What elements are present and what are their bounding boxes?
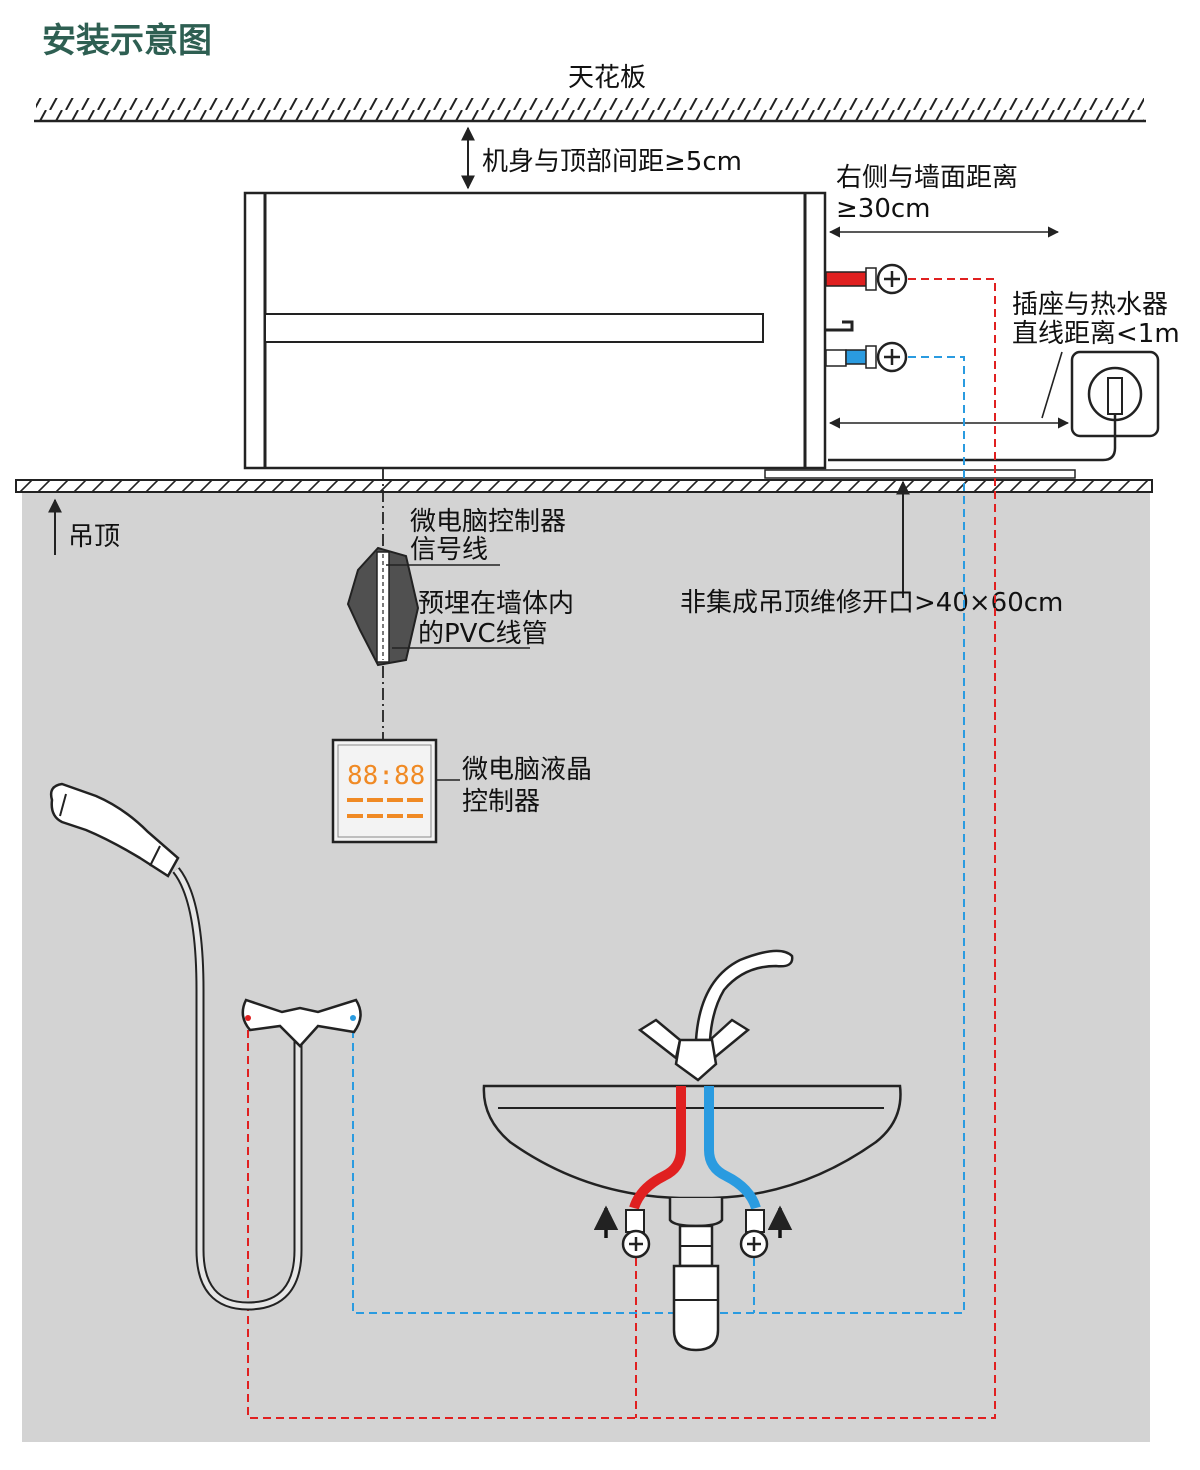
lcd-controller-label-line1: 微电脑液晶 <box>462 755 592 785</box>
signal-wire-label-line2: 信号线 <box>410 535 488 565</box>
water-heater <box>243 191 827 470</box>
cold-water-inlet <box>825 320 908 373</box>
lcd-segment-bars <box>347 798 423 818</box>
socket-leader-line <box>1041 351 1063 419</box>
sink-cold-angle-valve <box>739 1209 769 1259</box>
pvc-conduit-label-line2: 的PVC线管 <box>418 619 548 649</box>
ceiling-hatch <box>34 98 1146 123</box>
lcd-controller <box>331 738 438 844</box>
sink-cold-hose <box>704 1086 761 1210</box>
cold-water-dashed-line <box>352 356 965 1314</box>
hot-water-dashed-line <box>247 278 996 1419</box>
shower-mixer-valve <box>241 998 362 1048</box>
lcd-digits: 88:88 <box>347 761 425 791</box>
sink-hot-angle-valve <box>621 1209 651 1259</box>
ceiling-label: 天花板 <box>568 63 646 93</box>
sink-faucet <box>637 949 794 1082</box>
maintenance-opening-label: 非集成吊顶维修开口>40×60cm <box>680 588 1063 618</box>
pvc-conduit <box>346 546 420 667</box>
right-clearance-label-line2: ≥30cm <box>836 194 931 224</box>
top-clearance-label: 机身与顶部间距≥5cm <box>482 147 742 177</box>
wall-socket <box>828 350 1160 462</box>
sink-hot-hose <box>629 1086 686 1210</box>
lcd-controller-label-line2: 控制器 <box>462 787 540 817</box>
suspended-ceiling-label: 吊顶 <box>68 522 120 552</box>
socket-distance-label-line2: 直线距离<1m <box>1012 319 1180 349</box>
suspended-ceiling-hatch <box>15 469 1153 493</box>
sink-drain-trap <box>672 1224 720 1352</box>
sink-basin <box>482 1084 902 1228</box>
page-title: 安装示意图 <box>42 21 212 61</box>
hot-water-outlet <box>825 263 908 295</box>
shower-head <box>49 782 180 878</box>
socket-distance-label-line1: 插座与热水器 <box>1012 290 1168 320</box>
pvc-conduit-label-line1: 预埋在墙体内 <box>418 589 574 619</box>
wall-background <box>22 492 1150 1442</box>
right-clearance-label-line1: 右侧与墙面距离 <box>836 163 1018 193</box>
signal-wire-label-line1: 微电脑控制器 <box>410 507 566 537</box>
